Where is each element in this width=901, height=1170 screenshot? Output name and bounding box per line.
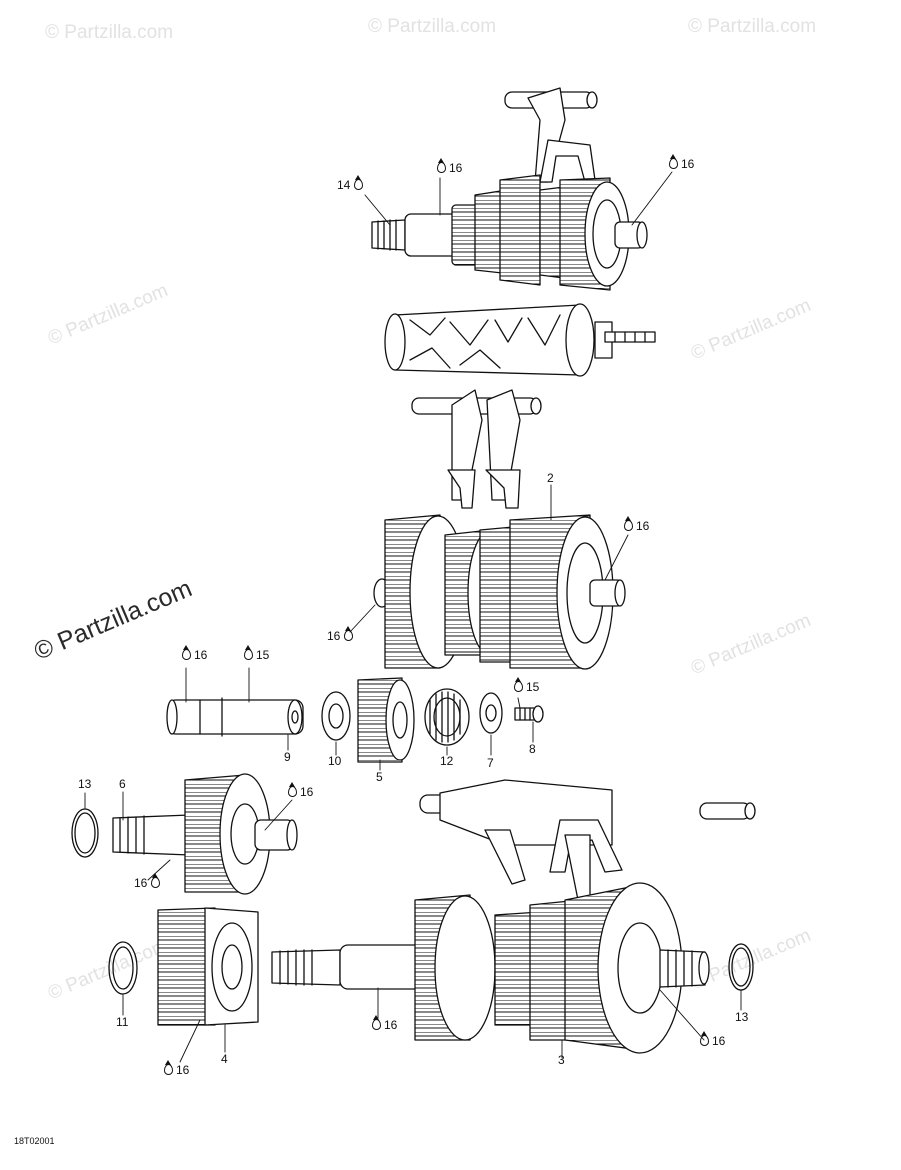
callout-12: 12 xyxy=(440,754,454,768)
callout-2: 2 xyxy=(547,471,554,485)
lower-shift-fork xyxy=(419,779,756,901)
watermark: © Partzilla.com xyxy=(688,16,817,37)
callout-16: 16 xyxy=(182,645,207,662)
callout-5: 5 xyxy=(376,770,383,784)
washer-7 xyxy=(479,692,503,734)
callout-15: 15 xyxy=(244,645,269,662)
diagram-reference-code: 18T02001 xyxy=(14,1136,55,1146)
lubricant-drop-icon xyxy=(700,1031,709,1046)
callout-9: 9 xyxy=(284,750,291,764)
upper-shift-fork xyxy=(504,87,598,183)
lubricant-drop-icon xyxy=(353,175,363,190)
callout-16: 16 xyxy=(437,158,462,175)
callout-16: 16 xyxy=(669,154,694,171)
callout-6: 6 xyxy=(119,777,126,791)
lubricant-drop-icon xyxy=(244,645,253,660)
circlip-13-right xyxy=(728,943,754,991)
callout-13: 13 xyxy=(78,777,92,791)
callout-16: 16 xyxy=(624,516,649,533)
callout-16: 16 xyxy=(327,626,356,643)
upper-shaft-assembly xyxy=(371,174,648,291)
gear-shaft-6 xyxy=(112,773,298,895)
callout-13: 13 xyxy=(735,1010,749,1024)
callout-16: 16 xyxy=(700,1031,725,1048)
lubricant-drop-icon xyxy=(288,782,297,797)
callout-16: 16 xyxy=(134,873,163,890)
lubricant-drop-icon xyxy=(624,516,633,531)
gear-5 xyxy=(357,677,415,763)
callout-16: 16 xyxy=(164,1060,189,1077)
main-shaft-3 xyxy=(271,882,710,1054)
lubricant-drop-icon xyxy=(164,1060,173,1075)
shaft-9 xyxy=(166,697,304,737)
callout-8: 8 xyxy=(529,742,536,756)
watermark: © Partzilla.com xyxy=(368,16,497,37)
lubricant-drop-icon xyxy=(514,677,523,692)
callout-3: 3 xyxy=(558,1053,565,1067)
lubricant-drop-icon xyxy=(182,645,191,660)
lubricant-drop-icon xyxy=(343,626,353,641)
screw-8 xyxy=(514,705,544,723)
lubricant-drop-icon xyxy=(150,873,160,888)
lubricant-drop-icon xyxy=(437,158,446,173)
middle-gear-cluster xyxy=(373,514,626,670)
lubricant-drop-icon xyxy=(669,154,678,169)
lubricant-drop-icon xyxy=(372,1015,381,1030)
callout-10: 10 xyxy=(328,754,342,768)
circlip-13-left xyxy=(71,808,99,858)
callout-16: 16 xyxy=(288,782,313,799)
callout-4: 4 xyxy=(221,1052,228,1066)
callout-14: 14 xyxy=(337,175,366,192)
washer-10 xyxy=(321,691,351,741)
needle-bearing-12 xyxy=(424,688,470,746)
leader-lines xyxy=(84,171,742,1063)
callout-11: 11 xyxy=(116,1015,129,1029)
watermark: © Partzilla.com xyxy=(45,22,174,43)
shift-drum xyxy=(384,303,656,377)
callout-16: 16 xyxy=(372,1015,397,1032)
gear-4 xyxy=(157,907,259,1026)
callout-7: 7 xyxy=(487,756,494,770)
circlip-11 xyxy=(108,941,138,995)
middle-shift-forks xyxy=(411,389,542,509)
callout-15: 15 xyxy=(514,677,539,694)
